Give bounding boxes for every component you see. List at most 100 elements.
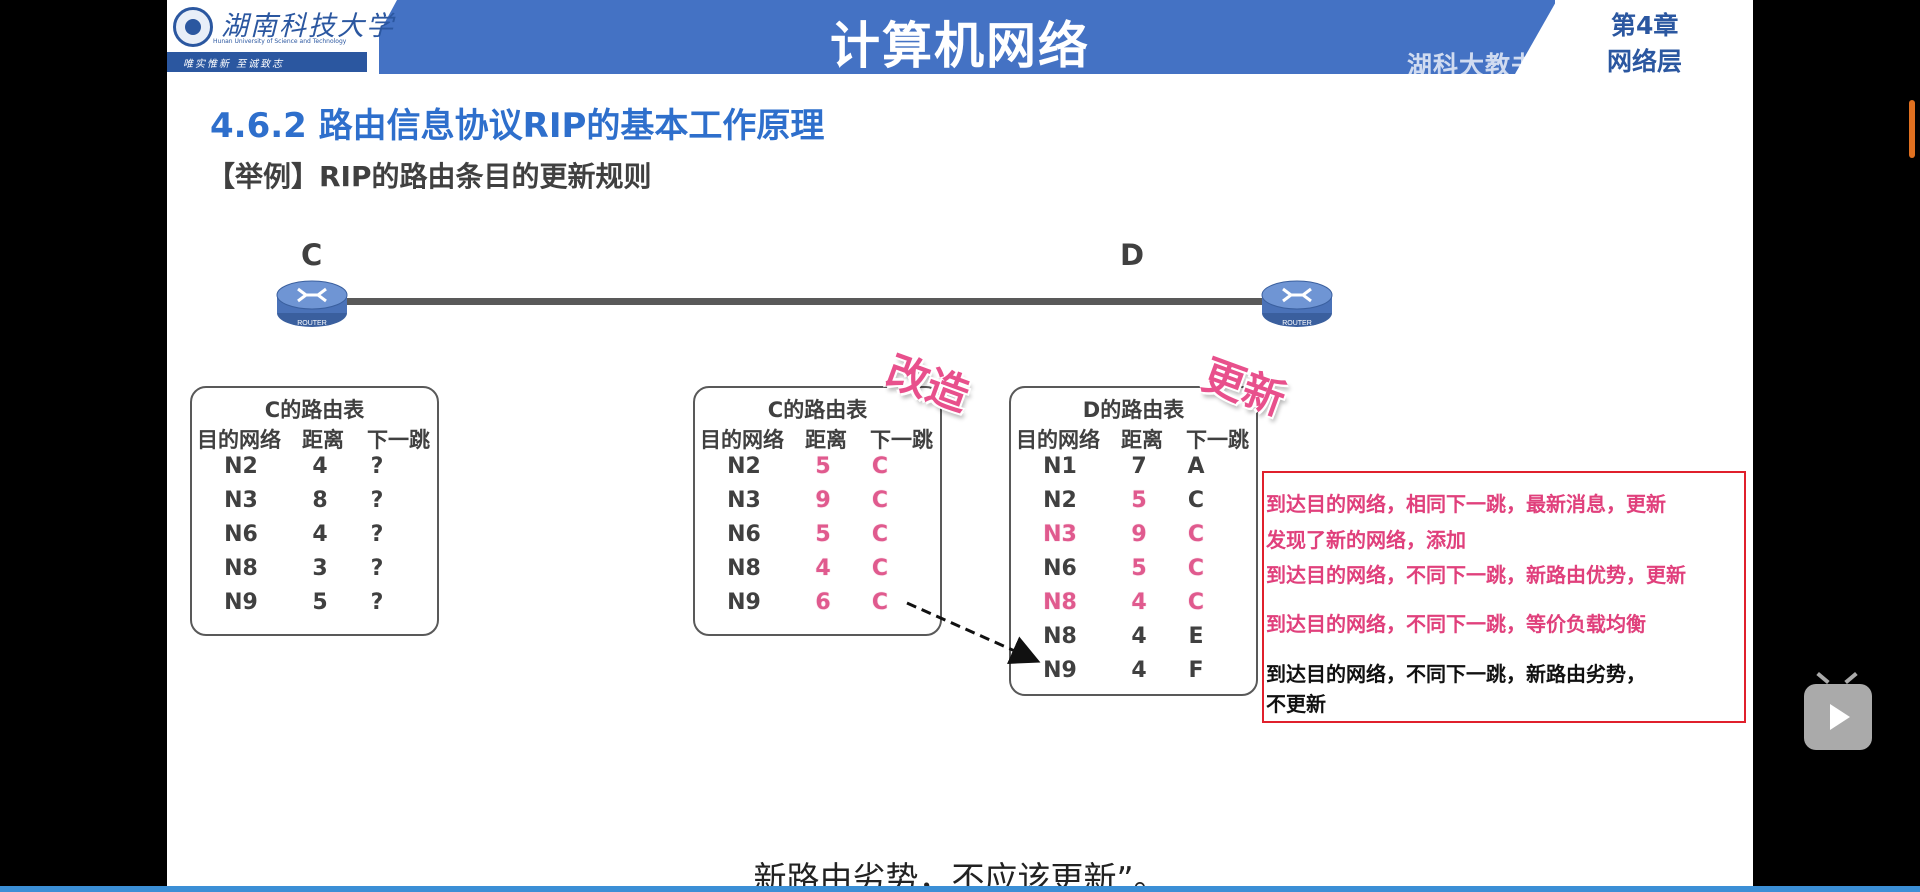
table-cell-dest: N2: [224, 454, 258, 479]
table-cell-next: F: [1188, 658, 1204, 683]
table-cell-dist: 4: [1131, 624, 1147, 649]
table-cell-dist: 5: [815, 522, 831, 547]
table-cell-dest: N8: [1043, 590, 1077, 615]
slide-header: [167, 0, 1753, 74]
logo-english-name: Hunan University of Science and Technolo…: [213, 38, 347, 45]
table-cell-dist: 5: [1131, 488, 1147, 513]
c-original-routing-table: C的路由表 目的网络 距离 下一跳 N2 4? N3 8? N6 4? N8 3? N9 5?: [190, 386, 439, 636]
router-d-icon: ROUTER: [1261, 280, 1333, 327]
header-dest: 目的网络: [700, 428, 784, 452]
table-cell-dest: N8: [727, 556, 761, 581]
table-cell-dist: 7: [1131, 454, 1147, 479]
table-cell-next: ?: [370, 590, 384, 615]
section-title: 4.6.2 路由信息协议RIP的基本工作原理: [210, 106, 825, 146]
table-cell-next: C: [1187, 488, 1205, 513]
note-equal-cost: 到达目的网络，不同下一跳，等价负载均衡: [1266, 612, 1646, 636]
logo-motto: 唯实惟新 至诚致志: [183, 59, 285, 70]
header-slant-right: [1515, 0, 1557, 74]
table-cell-next: ?: [370, 522, 384, 547]
note-worse-route: 到达目的网络，不同下一跳，新路由劣势，: [1266, 662, 1646, 686]
header-dist: 距离: [1121, 428, 1163, 452]
header-dist: 距离: [302, 428, 344, 452]
table-cell-dest: N3: [224, 488, 258, 513]
table-cell-dist: 3: [312, 556, 328, 581]
header-next: 下一跳: [367, 428, 430, 452]
table-cell-dest: N6: [1043, 556, 1077, 581]
chapter-name: 网络层: [1607, 47, 1683, 76]
note-no-update: 不更新: [1266, 692, 1326, 716]
play-icon[interactable]: [1804, 684, 1872, 750]
video-progress-bar[interactable]: [0, 886, 1920, 892]
table-cell-dest: N9: [727, 590, 761, 615]
table-cell-dest: N2: [1043, 488, 1077, 513]
logo-motto-bar: [167, 52, 367, 72]
table-cell-dest: N3: [1043, 522, 1077, 547]
table-cell-next: C: [871, 556, 889, 581]
header-dist: 距离: [805, 428, 847, 452]
header-next: 下一跳: [1186, 428, 1249, 452]
table-cell-dist: 4: [815, 556, 831, 581]
router-c-icon: ROUTER: [276, 280, 348, 327]
table-cell-next: E: [1188, 624, 1204, 649]
side-scroll-indicator[interactable]: [1909, 100, 1915, 158]
svg-text:ROUTER: ROUTER: [297, 320, 327, 327]
network-link: [287, 298, 1272, 305]
note-new-network: 发现了新的网络，添加: [1266, 528, 1466, 552]
table-title: C的路由表: [264, 398, 365, 422]
table-cell-dest: N6: [727, 522, 761, 547]
table-cell-next: C: [1187, 590, 1205, 615]
table-cell-dest: N1: [1043, 454, 1077, 479]
table-cell-next: C: [871, 522, 889, 547]
table-cell-next: ?: [370, 488, 384, 513]
table-cell-next: A: [1187, 454, 1205, 479]
table-cell-dist: 4: [1131, 658, 1147, 683]
table-title: D的路由表: [1082, 398, 1185, 422]
table-cell-next: C: [871, 454, 889, 479]
table-cell-next: C: [1187, 556, 1205, 581]
table-cell-next: C: [871, 590, 889, 615]
table-cell-dist: 4: [312, 522, 328, 547]
router-d-label: D: [1120, 238, 1145, 272]
table-cell-next: C: [871, 488, 889, 513]
logo-chinese-name: 湖南科技大学: [221, 11, 395, 42]
chapter-area: [1555, 0, 1753, 74]
table-cell-dist: 5: [1131, 556, 1147, 581]
university-logo-icon: [173, 7, 213, 47]
section-subtitle: 【举例】RIP的路由条目的更新规则: [207, 160, 652, 193]
table-cell-dest: N9: [1043, 658, 1077, 683]
table-cell-dist: 5: [815, 454, 831, 479]
table-cell-dest: N6: [224, 522, 258, 547]
table-cell-dist: 6: [815, 590, 831, 615]
slide: 湖南科技大学 Hunan University of Science and T…: [167, 0, 1753, 892]
header-dest: 目的网络: [197, 428, 281, 452]
table-cell-dist: 9: [815, 488, 831, 513]
note-better-route: 到达目的网络，不同下一跳，新路由优势，更新: [1266, 563, 1686, 587]
table-cell-dest: N2: [727, 454, 761, 479]
table-cell-next: ?: [370, 556, 384, 581]
table-cell-next: C: [1187, 522, 1205, 547]
table-cell-dist: 4: [1131, 590, 1147, 615]
table-cell-dist: 4: [312, 454, 328, 479]
table-cell-dist: 8: [312, 488, 328, 513]
router-c-label: C: [301, 238, 323, 272]
play-button-ear-left: [1816, 671, 1830, 685]
table-cell-next: ?: [370, 454, 384, 479]
watermark: 湖科大教书匠: [1407, 51, 1564, 80]
table-cell-dist: 9: [1131, 522, 1147, 547]
table-cell-dest: N9: [224, 590, 258, 615]
chapter-number: 第4章: [1611, 11, 1679, 40]
note-same-next-hop: 到达目的网络，相同下一跳，最新消息，更新: [1266, 492, 1666, 516]
table-cell-dest: N8: [1043, 624, 1077, 649]
table-title: C的路由表: [767, 398, 868, 422]
play-button-ear-right: [1844, 671, 1858, 685]
table-cell-dist: 5: [312, 590, 328, 615]
rules-annotation-box: [1262, 471, 1746, 723]
header-next: 下一跳: [870, 428, 933, 452]
table-cell-dest: N8: [224, 556, 258, 581]
course-title: 计算机网络: [830, 17, 1090, 75]
header-dest: 目的网络: [1016, 428, 1100, 452]
table-cell-dest: N3: [727, 488, 761, 513]
svg-text:ROUTER: ROUTER: [1282, 320, 1312, 327]
